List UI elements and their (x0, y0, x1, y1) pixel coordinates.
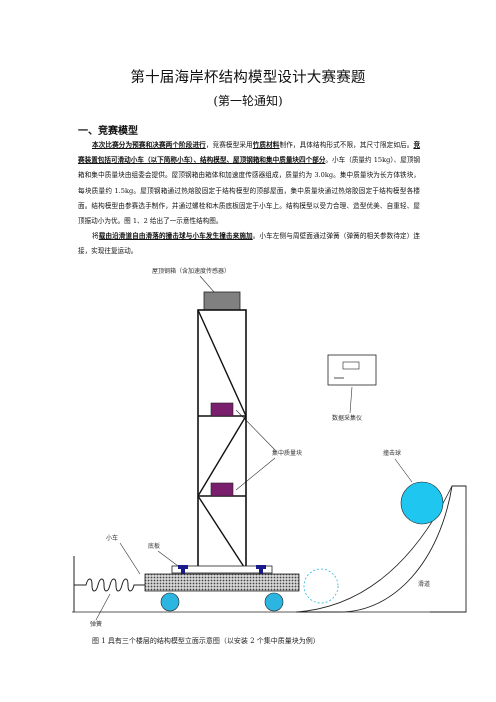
label-spring: 弹簧 (90, 620, 102, 628)
roof-box (203, 291, 241, 311)
mass-block-upper (210, 402, 234, 417)
section-heading: 一、竞赛模型 (78, 126, 138, 137)
p2-s1: 将 (92, 232, 99, 240)
leader-daq (349, 386, 353, 414)
p1-s4: 制作，具体结构形式不限，其尺寸限定如后。 (279, 141, 414, 149)
figure-caption: 图 1 具有三个楼层的结构模型立面示意图（以安装 2 个集中质量块为例） (92, 637, 320, 645)
cart-wheel-right (264, 592, 284, 612)
label-base: 底板 (148, 542, 160, 550)
leader-roof (199, 275, 215, 293)
paragraph-loading: 将载由沿滑道自由滑落的撞击球与小车发生撞击来施加。小车左侧与周壁面通过弹簧（弹簧… (78, 229, 420, 259)
tower-frame (197, 309, 247, 571)
p1-s5: 竞赛装置包括可滑动小车（以下简称小车）、结构模型、屋顶钢箱和集中质量块四个部分 (78, 141, 421, 165)
base-plate (171, 565, 273, 574)
leader-base (157, 550, 179, 567)
striking-ball (400, 481, 444, 525)
p2-s3: 。小车左侧与周壁面通过弹簧（弹簧的相关参数待定）连接，实现往复运动。 (78, 232, 421, 256)
label-daq: 数据采集仪 (332, 414, 362, 422)
spring (74, 578, 145, 592)
label-mass: 集中质量块 (272, 449, 302, 457)
leader-mass-1 (235, 409, 276, 451)
leader-mass-2 (235, 457, 276, 491)
leader-spring (95, 593, 111, 621)
label-track: 滑道 (418, 580, 430, 588)
page-subtitle: (第一轮通知) (213, 94, 283, 108)
paragraph-model: 本次比赛分为预赛和决赛两个阶段进行，竞赛模型采用竹质材料制作，具体结构形式不限，… (78, 138, 420, 229)
brace-3 (197, 309, 247, 417)
label-roof-box: 屋顶钢箱（含加速度传感器） (152, 267, 230, 275)
p1-s3: 竹质材料 (252, 141, 280, 149)
p1-s6: 。小车（质量约 15kg）、屋顶钢箱和集中质量块由组委会提供。屋顶钢箱由箱体和加… (78, 156, 421, 226)
cart-wheel-left (160, 592, 180, 612)
bolt-right (256, 565, 266, 569)
bolt-left (178, 565, 188, 569)
cart-body (144, 573, 300, 592)
daq-device (327, 354, 377, 386)
p1-s2: ，竞赛模型采用 (205, 141, 253, 149)
p2-s2: 载由沿滑道自由滑落的撞击球与小车发生撞击来施加 (98, 232, 253, 240)
leader-ball (394, 458, 413, 483)
bolt-left-shaft (181, 568, 185, 582)
bolt-right-shaft (259, 568, 263, 582)
brace-1 (197, 495, 247, 571)
label-ball: 撞击球 (383, 449, 401, 457)
label-cart: 小车 (106, 534, 118, 542)
brace-2 (197, 415, 247, 497)
page-title: 第十届海岸杯结构模型设计大赛赛题 (130, 70, 366, 86)
daq-screen (342, 361, 360, 370)
p1-s1: 本次比赛分为预赛和决赛两个阶段进行 (92, 141, 206, 149)
slide-track-surface (295, 485, 453, 613)
slide-track (296, 485, 467, 613)
mass-block-lower (210, 482, 234, 497)
leader-cart (119, 542, 141, 575)
impact-ball-ghost (303, 568, 339, 604)
